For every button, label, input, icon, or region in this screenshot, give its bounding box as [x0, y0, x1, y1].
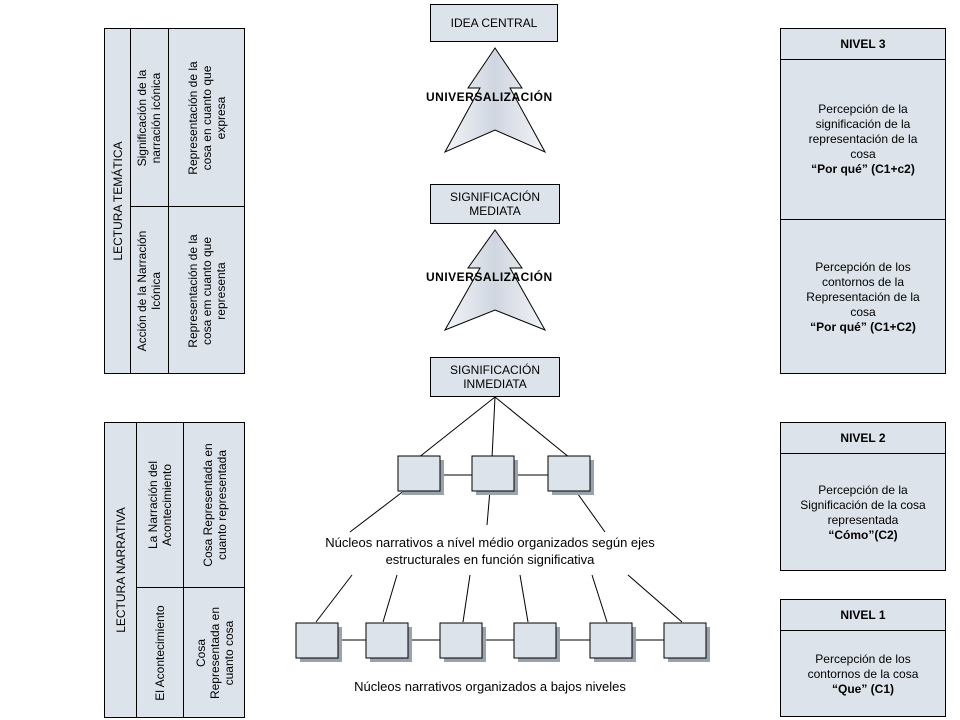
- narrativa-top-left: La Narración del Acontecimiento: [145, 460, 174, 550]
- universalizacion-label-top: UNIVERSALIZACIÓN: [426, 90, 553, 104]
- node-mid-3: [547, 455, 594, 495]
- nivel-3-panel: NIVEL 3 Percepción de la significación d…: [780, 28, 946, 374]
- nucleos-medio-label: Núcleos narrativos a nível médio organiz…: [325, 535, 655, 567]
- nivel-2-panel: NIVEL 2 Percepción de la Significación d…: [780, 422, 946, 571]
- node-low-3: [439, 622, 486, 662]
- inmediata-label-1: SIGNIFICACIÓN: [449, 363, 540, 377]
- idea-central-label: IDEA CENTRAL: [450, 16, 538, 30]
- node-low-5: [589, 622, 636, 662]
- tematica-bottom-right: Representación de la cosa em cuanto que …: [186, 233, 228, 348]
- nivel-1-title: NIVEL 1: [781, 600, 945, 631]
- inmediata-label-2: INMEDIATA: [463, 377, 527, 391]
- universalization-arrow-top: [443, 47, 547, 154]
- lectura-narrativa-table: LECTURA NARRATIVA La Narración del Acont…: [104, 422, 245, 718]
- nivel-2-title: NIVEL 2: [781, 423, 945, 454]
- nucleos-bajos-label: Núcleos narrativos organizados a bajos n…: [354, 679, 626, 694]
- node-low-4: [513, 622, 560, 662]
- nivel-1-section: Percepción de los contornos de la cosa “…: [807, 651, 919, 696]
- mediata-label-2: MEDIATA: [469, 204, 521, 218]
- tematica-top-left: Significación de la narración icónica: [135, 69, 163, 166]
- mediata-label-1: SIGNIFICACIÓN: [449, 190, 540, 204]
- narrativa-bottom-left: El Acontecimiento: [152, 605, 167, 701]
- lectura-narrativa-title: LECTURA NARRATIVA: [113, 507, 128, 633]
- universalizacion-label-bottom: UNIVERSALIZACIÓN: [426, 270, 553, 284]
- node-low-6: [663, 622, 710, 662]
- nivel-1-panel: NIVEL 1 Percepción de los contornos de l…: [780, 599, 946, 717]
- nivel-3-title: NIVEL 3: [781, 29, 945, 60]
- tematica-bottom-left: Acción de la Narración Icónica: [135, 230, 163, 351]
- nivel-3-section-a: Percepción de la significación de la rep…: [808, 101, 918, 176]
- universalization-arrow-bottom: [443, 229, 547, 331]
- node-mid-2: [471, 455, 518, 495]
- node-mid-1: [397, 455, 444, 495]
- node-low-1: [295, 622, 342, 662]
- nivel-3-section-b: Percepción de los contornos de la Repres…: [806, 259, 920, 334]
- node-low-2: [365, 622, 412, 662]
- significacion-mediata-box: SIGNIFICACIÓN MEDIATA: [430, 184, 560, 224]
- idea-central-box: IDEA CENTRAL: [430, 4, 558, 42]
- tematica-top-right: Representación de la cosa en cuanto que …: [186, 60, 228, 175]
- lectura-tematica-title: LECTURA TEMÁTICA: [110, 141, 125, 261]
- nivel-2-section: Percepción de la Significación de la cos…: [800, 482, 926, 542]
- narrativa-top-right: Cosa Representada en cuanto representada: [200, 443, 229, 567]
- narrativa-bottom-right: Cosa Representada en cuanto cosa: [193, 606, 236, 700]
- significacion-inmediata-box: SIGNIFICACIÓN INMEDIATA: [430, 357, 560, 397]
- lectura-tematica-table: LECTURA TEMÁTICA Significación de la nar…: [104, 28, 245, 374]
